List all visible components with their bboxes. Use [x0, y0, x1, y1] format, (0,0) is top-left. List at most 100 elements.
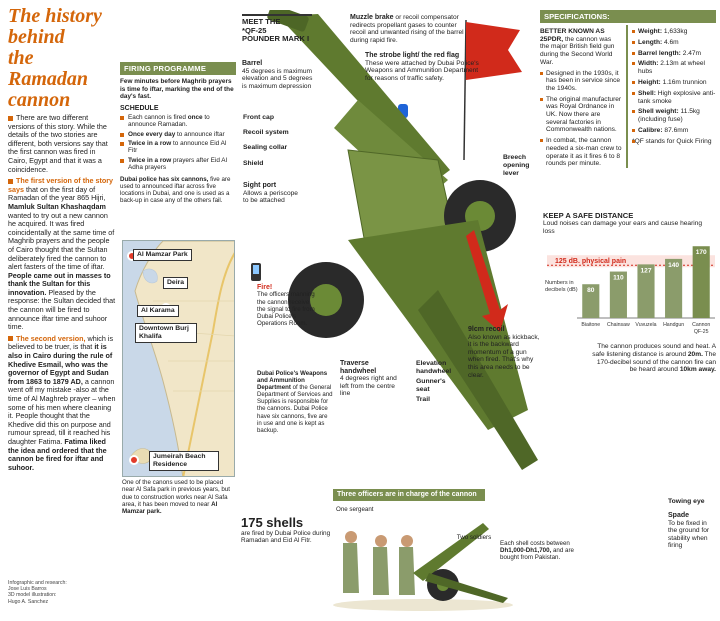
callout-muzzle-brake: Muzzle brake or recoil compensator redir…	[350, 14, 470, 44]
category-label: Cannon	[692, 322, 710, 328]
cannon-name-box: MEET THE *QF-25 POUNDER MARK I	[242, 14, 312, 44]
spec-value: 11.5kg (including fuse)	[638, 108, 700, 124]
credit-line: Infographic and research:	[8, 580, 67, 586]
schedule-item: Twice in a row to announce Eid Al Fitr	[120, 140, 236, 155]
story-first-version: The first version of the story says that…	[8, 176, 116, 332]
noise-note-bold-2: 10km away.	[679, 366, 716, 374]
schedule-text: to announce Ramadan.	[128, 113, 210, 129]
shell-cost-text-2: and are bought from Pakistan.	[500, 547, 574, 562]
firing-intro: Few minutes before Maghrib prayers is ti…	[120, 78, 234, 101]
second-version-text-3: People thought that the Khedive did this…	[8, 411, 111, 446]
bullet-icon	[8, 336, 13, 342]
firing-note-text: five are used to announced iftar across …	[120, 175, 231, 205]
officers-header: Three officers are in charge of the cann…	[333, 489, 485, 501]
spec-value: 87.6mm	[664, 126, 689, 134]
credit-line: Jose Luis Barros	[8, 586, 47, 593]
bar-value-label: 140	[668, 262, 679, 269]
schedule-text: to announce Eid Al Fitr	[128, 140, 227, 155]
spec-key: Shell:	[638, 89, 656, 97]
shell-cost-bold: Dh1,000-Dh1,700,	[500, 547, 552, 555]
label-elevation-handwheel: Elevation handwheel	[416, 360, 452, 375]
bar-value-label: 110	[613, 275, 624, 282]
fire-heading: Fire!	[257, 284, 273, 291]
bar-value-label: 80	[587, 287, 595, 294]
sultan-name: Mamluk Sultan Khashaqdam	[8, 201, 106, 211]
map-note: One of the canons used to be placed near…	[122, 479, 236, 515]
specs-known-text: the cannon was the major British field g…	[540, 35, 615, 66]
specs-body: BETTER KNOWN AS 25PDR, the cannon was th…	[540, 25, 716, 168]
title-line-1: The history behind	[8, 6, 102, 48]
callout-title: Traverse handwheel	[340, 360, 377, 375]
cannon-illustration	[267, 10, 538, 470]
spec-value: 2.13m at wheel hubs	[638, 60, 706, 76]
one-sergeant-label: One sergeant	[336, 506, 374, 513]
specs-detail: Designed in the 1930s, it has been in se…	[540, 70, 622, 93]
safe-distance-heading: KEEP A SAFE DISTANCE	[543, 211, 634, 220]
schedule-text: to announce iftar	[177, 130, 225, 138]
callout-text: To be fixed in the ground for stability …	[668, 519, 710, 550]
spec-value: 2.47m	[682, 49, 702, 57]
category-label: Biaitone	[581, 322, 600, 328]
meet-line-1: MEET THE	[242, 17, 281, 26]
schedule-heading: SCHEDULE	[120, 104, 159, 112]
callout-title: Muzzle brake	[350, 14, 394, 21]
first-version-text-2: wanted to try out a new cannon he acquir…	[8, 210, 115, 272]
firing-programme: FIRING PROGRAMME Few minutes before Magh…	[120, 62, 236, 204]
story-second-version: The second version, which is believed to…	[8, 333, 116, 473]
spec-key: Calibre:	[638, 126, 663, 134]
category-label: Chainsaw	[607, 322, 630, 328]
map-label-al-mamzar: Al Mamzar Park	[133, 249, 192, 261]
map-label-downtown: Downtown Burj Khalifa	[135, 323, 197, 343]
officers-scene	[333, 523, 513, 611]
category-label: Vuvuzela	[635, 322, 656, 328]
safe-distance: KEEP A SAFE DISTANCE Loud noises can dam…	[543, 211, 715, 235]
callout-title: Spade	[668, 512, 690, 519]
weapons-department: Dubai Police's Weapons and Ammunition De…	[257, 370, 333, 434]
spec-key: Barrel length:	[638, 49, 681, 57]
label-shield: Shield	[243, 160, 264, 167]
noise-note-text: The cannon produces sound and heat. A sa…	[592, 343, 716, 358]
label-towing-eye: Towing eye	[668, 498, 705, 505]
dubai-map: Al Mamzar Park Deira Al Karama Downtown …	[122, 240, 235, 477]
bar	[692, 246, 710, 318]
shell-cost: Each shell costs between Dh1,000-Dh1,700…	[500, 540, 576, 562]
spec-weight: Weight: 1,633kg	[632, 28, 716, 36]
intro-text: There are two different versions of this…	[8, 113, 108, 174]
shells-count: 175 shells	[241, 515, 304, 530]
firing-note-bold: Dubai police has six cannons,	[120, 175, 209, 183]
spec-key: Length:	[638, 38, 663, 46]
fire-signal: Fire! The officers manning the cannon re…	[257, 284, 315, 328]
bar	[665, 258, 683, 318]
spec-height: Height: 1.16m trunnion	[632, 79, 716, 87]
specs-known-bold: BETTER KNOWN AS 25PDR,	[540, 28, 605, 43]
specs-history: BETTER KNOWN AS 25PDR, the cannon was th…	[540, 25, 622, 168]
department-text: of the General Department of Services an…	[257, 384, 333, 434]
shells-info: 175 shells are fired by Dubai Police dur…	[241, 515, 341, 545]
spec-shell-weight: Shell weight: 11.5kg (including fuse)	[632, 108, 716, 124]
specifications: SPECIFICATIONS: BETTER KNOWN AS 25PDR, t…	[540, 10, 716, 168]
callout-title: Sight port	[243, 182, 277, 189]
schedule-bold: Once every day	[128, 130, 176, 138]
spec-key: Weight:	[638, 28, 663, 35]
first-version-text-3: Pleased by the response: the Sultan deci…	[8, 287, 116, 332]
safe-distance-subtitle: Loud noises can damage your ears and cau…	[543, 220, 703, 235]
callout-text: These were attached by Dubai Police's We…	[365, 59, 479, 82]
spec-key: Height:	[638, 78, 661, 86]
specs-list: Weight: 1,633kg Length: 4.6m Barrel leng…	[626, 25, 716, 168]
spec-shell: Shell: High explosive anti-tank smoke	[632, 90, 716, 106]
firing-note: Dubai police has six cannons, five are u…	[120, 176, 236, 205]
second-version-text-2: a cannon went off my mistake -also at th…	[8, 376, 116, 421]
map-marker	[129, 455, 139, 465]
callout-text: 4 degrees right and left from the centre…	[340, 375, 397, 398]
spec-key: Width:	[638, 60, 659, 68]
map-note-bold: Al Mamzar park.	[122, 500, 218, 516]
shell-cost-text: Each shell costs between	[500, 540, 570, 547]
label-breech-lever: Breech opening lever	[503, 154, 530, 177]
specs-known-as: BETTER KNOWN AS 25PDR, the cannon was th…	[540, 28, 622, 67]
second-version-text: which is believed to be truer, is that	[8, 333, 114, 352]
